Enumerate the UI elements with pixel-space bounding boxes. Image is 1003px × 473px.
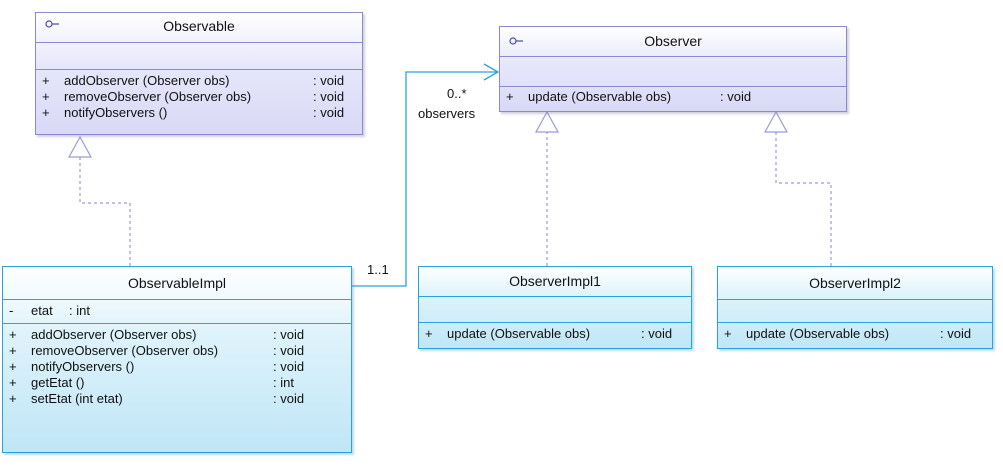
operation-signature: notifyObservers (): [31, 359, 135, 374]
operations-compartment: + addObserver (Observer obs) : void + re…: [3, 323, 351, 452]
observableimpl-class[interactable]: ObservableImpl - etat : int + addObserve…: [2, 266, 352, 453]
class-header: Observable: [36, 13, 362, 42]
class-header: ObserverImpl1: [419, 267, 691, 296]
operation-row[interactable]: + removeObserver (Observer obs) : void: [3, 343, 351, 359]
observable-interface[interactable]: Observable + addObserver (Observer obs) …: [35, 12, 363, 135]
realization-arrowhead-observer-right: [763, 110, 789, 133]
class-header: Observer: [500, 27, 846, 56]
interface-icon: [509, 37, 523, 45]
operation-row[interactable]: + update (Observable obs) : void: [718, 326, 992, 342]
visibility: +: [9, 391, 17, 406]
attributes-compartment: [500, 56, 846, 86]
return-type: : void: [273, 391, 305, 406]
realization-arrowhead-observer-left: [534, 110, 560, 133]
operations-compartment: + addObserver (Observer obs) : void + re…: [36, 69, 362, 134]
operations-compartment: + update (Observable obs) : void: [500, 86, 846, 111]
operation-row[interactable]: + setEtat (int etat) : void: [3, 391, 351, 407]
return-type: : void: [273, 327, 305, 342]
operation-row[interactable]: + notifyObservers () : void: [3, 359, 351, 375]
operation-row[interactable]: + update (Observable obs) : void: [419, 326, 691, 342]
visibility: +: [42, 73, 50, 88]
return-type: : void: [641, 326, 673, 341]
target-multiplicity-label: 0..*: [447, 86, 467, 101]
class-name: ObserverImpl2: [809, 275, 901, 291]
operation-row[interactable]: + getEtat () : int: [3, 375, 351, 391]
visibility: +: [425, 326, 433, 341]
operation-row[interactable]: + update (Observable obs) : void: [500, 89, 846, 105]
source-multiplicity-label: 1..1: [367, 262, 389, 277]
return-type: : int: [273, 375, 294, 390]
attributes-compartment: - etat : int: [3, 299, 351, 323]
attribute-type: : int: [69, 303, 90, 318]
class-header: ObservableImpl: [3, 267, 351, 299]
observerimpl1-class[interactable]: ObserverImpl1 + update (Observable obs) …: [418, 266, 692, 349]
association-arrowhead: [483, 63, 500, 81]
operation-signature: setEtat (int etat): [31, 391, 123, 406]
return-type: : void: [313, 89, 345, 104]
attribute-row[interactable]: - etat : int: [3, 303, 351, 319]
class-name: ObserverImpl1: [509, 273, 601, 289]
interface-icon: [45, 20, 59, 28]
visibility: -: [9, 303, 14, 318]
operation-row[interactable]: + removeObserver (Observer obs) : void: [36, 89, 362, 105]
visibility: +: [42, 89, 50, 104]
operation-signature: addObserver (Observer obs): [64, 73, 230, 88]
visibility: +: [9, 375, 17, 390]
operation-row[interactable]: + notifyObservers () : void: [36, 105, 362, 121]
operation-signature: update (Observable obs): [746, 326, 890, 341]
class-name: ObservableImpl: [127, 275, 227, 291]
realization-observableimpl-to-observable: [79, 156, 131, 266]
visibility: +: [506, 89, 514, 104]
observer-interface[interactable]: Observer + update (Observable obs) : voi…: [499, 26, 847, 112]
class-header: ObserverImpl2: [718, 267, 992, 299]
visibility: +: [9, 343, 17, 358]
visibility: +: [42, 105, 50, 120]
realization-arrowhead-observable: [67, 135, 93, 158]
association-line: [352, 71, 498, 287]
observerimpl2-class[interactable]: ObserverImpl2 + update (Observable obs) …: [717, 266, 993, 349]
attributes-compartment: [718, 299, 992, 322]
operation-signature: removeObserver (Observer obs): [64, 89, 252, 104]
operations-compartment: + update (Observable obs) : void: [419, 322, 691, 348]
return-type: : void: [313, 73, 345, 88]
class-name: Observer: [644, 33, 702, 49]
attribute-name: etat: [31, 303, 53, 318]
operation-signature: update (Observable obs): [528, 89, 672, 104]
operation-signature: notifyObservers (): [64, 105, 168, 120]
visibility: +: [724, 326, 732, 341]
operation-signature: removeObserver (Observer obs): [31, 343, 219, 358]
return-type: : void: [273, 359, 305, 374]
attributes-compartment: [419, 296, 691, 322]
class-name: Observable: [163, 18, 235, 34]
realization-observerimpl2-to-observer: [775, 131, 832, 266]
operation-row[interactable]: + addObserver (Observer obs) : void: [3, 327, 351, 343]
attributes-compartment: [36, 42, 362, 69]
operation-signature: getEtat (): [31, 375, 85, 390]
return-type: : void: [313, 105, 345, 120]
operation-signature: addObserver (Observer obs): [31, 327, 197, 342]
operations-compartment: + update (Observable obs) : void: [718, 322, 992, 348]
operation-signature: update (Observable obs): [447, 326, 591, 341]
target-role-label: observers: [418, 106, 476, 121]
return-type: : void: [720, 89, 752, 104]
visibility: +: [9, 327, 17, 342]
operation-row[interactable]: + addObserver (Observer obs) : void: [36, 73, 362, 89]
return-type: : void: [940, 326, 972, 341]
return-type: : void: [273, 343, 305, 358]
visibility: +: [9, 359, 17, 374]
